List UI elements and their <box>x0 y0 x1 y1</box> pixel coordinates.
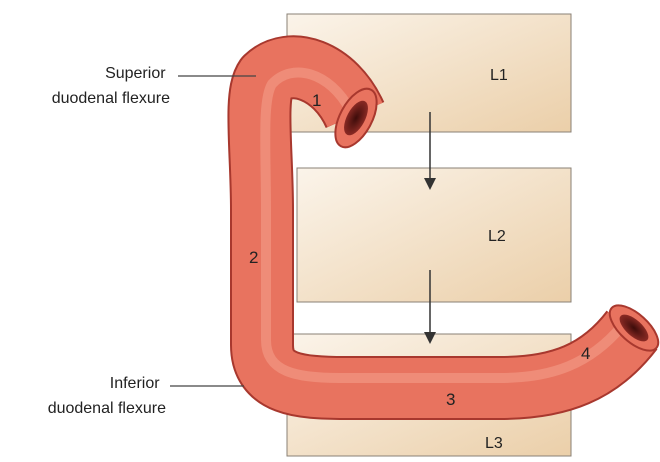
inferior-flexure-label-line1: Inferior <box>110 375 160 392</box>
vertebra-label-l3: L3 <box>485 435 503 452</box>
vertebra-label-l2: L2 <box>488 228 506 245</box>
part-label-3: 3 <box>446 390 455 409</box>
inferior-flexure-label: Inferior duodenal flexure <box>48 375 166 417</box>
inferior-flexure-label-line2: duodenal flexure <box>48 400 166 417</box>
vertebra-l2 <box>297 168 571 302</box>
part-label-1: 1 <box>312 91 321 110</box>
part-label-4: 4 <box>581 344 590 363</box>
superior-flexure-label: Superior duodenal flexure <box>52 65 170 107</box>
superior-flexure-label-line1: Superior <box>105 65 166 82</box>
part-label-2: 2 <box>249 248 258 267</box>
superior-flexure-label-line2: duodenal flexure <box>52 90 170 107</box>
vertebra-label-l1: L1 <box>490 67 508 84</box>
